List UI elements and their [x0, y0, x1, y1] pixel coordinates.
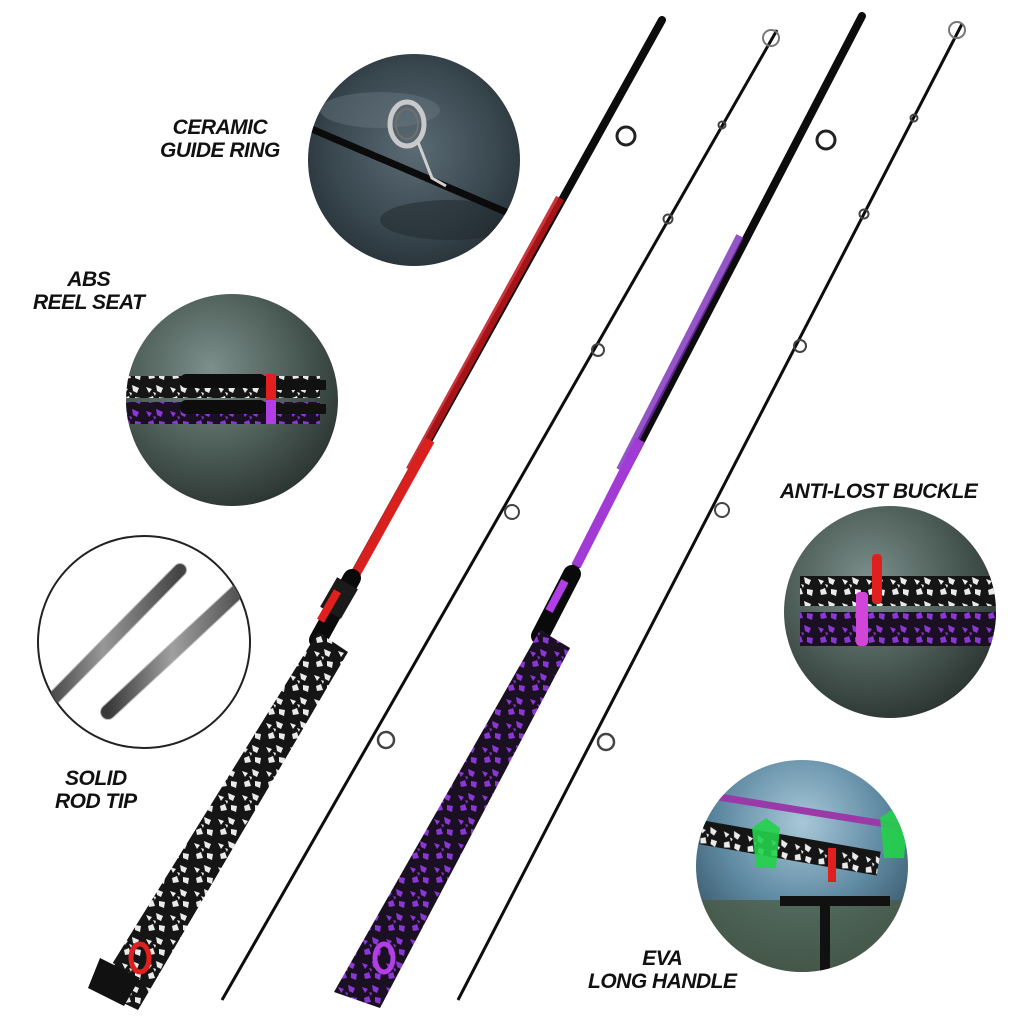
rod-red-tip-section — [220, 29, 780, 1001]
solid-rod-tip-label-line-1: SOLID — [65, 767, 127, 790]
eva-long-handle-label: EVA LONG HANDLE — [588, 947, 737, 993]
rod-red-butt-section — [88, 16, 666, 1010]
abs-reel-seat-label: ABS REEL SEAT — [33, 268, 145, 314]
eva-long-handle-label-line-2: LONG HANDLE — [588, 970, 737, 993]
ceramic-guide-ring-label: CERAMIC GUIDE RING — [160, 116, 280, 162]
anti-lost-buckle-label: ANTI-LOST BUCKLE — [780, 480, 978, 503]
ceramic-guide-ring-detail-photo — [308, 54, 520, 266]
eva-long-handle-detail-photo — [696, 760, 908, 972]
solid-rod-tip-detail-photo — [37, 535, 251, 749]
ceramic-guide-ring-label-line-2: GUIDE RING — [160, 139, 280, 162]
reel-seat-detail-photo — [126, 294, 338, 506]
solid-rod-tip-label: SOLID ROD TIP — [55, 767, 137, 813]
rod-purple-butt-section — [334, 12, 866, 1008]
rod-purple-tip-section — [456, 21, 966, 1001]
eva-long-handle-label-line-1: EVA — [642, 947, 683, 970]
abs-reel-seat-label-line-2: REEL SEAT — [33, 291, 145, 314]
ceramic-guide-ring-label-line-1: CERAMIC — [172, 116, 268, 139]
anti-lost-buckle-label-line-1: ANTI-LOST BUCKLE — [780, 480, 978, 503]
abs-reel-seat-label-line-1: ABS — [67, 268, 111, 291]
solid-rod-tip-label-line-2: ROD TIP — [55, 790, 137, 813]
anti-lost-buckle-detail-photo — [784, 506, 996, 718]
